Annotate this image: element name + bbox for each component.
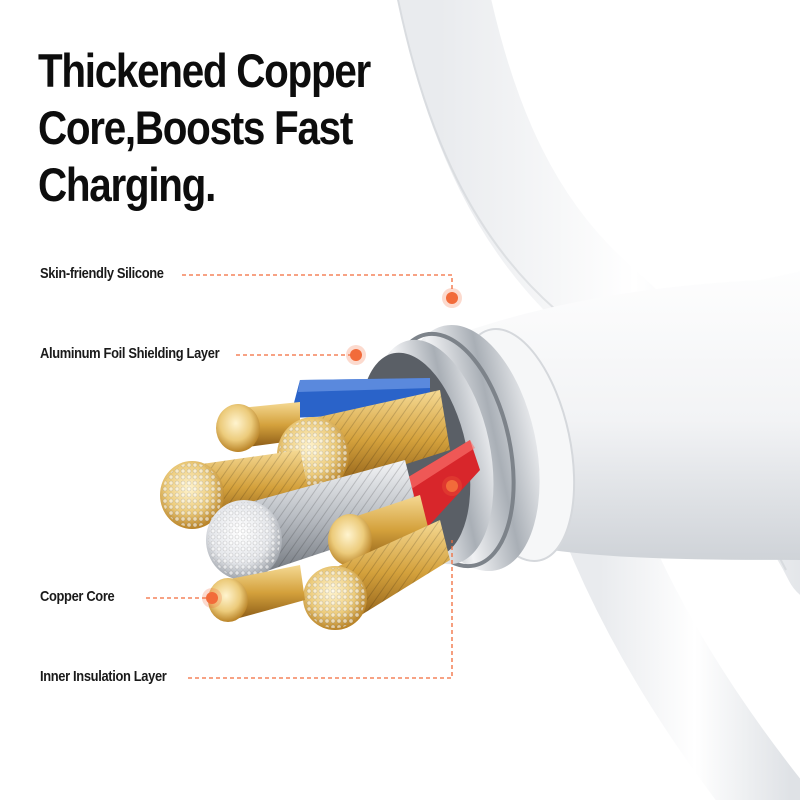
callout-line-silicone [182, 274, 453, 298]
callout-marker-dots [202, 288, 462, 608]
callout-label-copper: Copper Core [40, 588, 115, 605]
cable-loop-lower [562, 505, 800, 800]
callout-label-silicone: Skin-friendly Silicone [40, 265, 164, 282]
copper-wire-bottom-end [208, 578, 248, 622]
copper-wire-right-end [328, 514, 372, 566]
headline: Thickened Copper Core,Boosts Fast Chargi… [38, 42, 399, 213]
callout-line-insulation [188, 540, 453, 679]
callout-label-foil: Aluminum Foil Shielding Layer [40, 345, 220, 362]
headline-line-1: Thickened Copper [38, 44, 371, 97]
callout-label-insulation: Inner Insulation Layer [40, 668, 167, 685]
headline-line-3: Charging. [38, 158, 216, 211]
headline-line-2: Core,Boosts Fast [38, 101, 353, 154]
copper-wire-top-left-end [216, 404, 260, 452]
